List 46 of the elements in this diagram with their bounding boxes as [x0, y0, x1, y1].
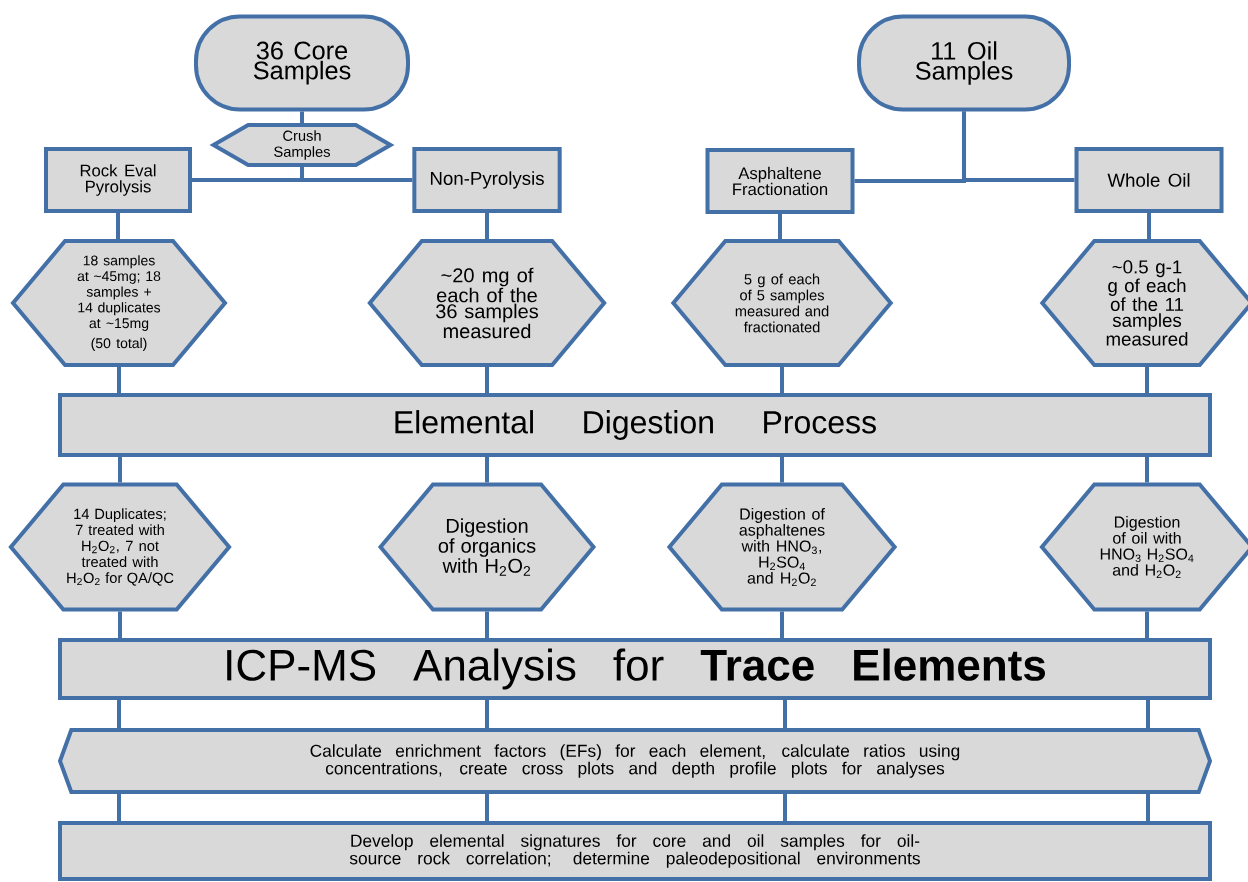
connector-line: [1145, 457, 1149, 483]
hexagon-box: ~0.5 g-1 g of each of the 11 samples measured: [1039, 239, 1248, 367]
hexagon-box: Crush Samples: [209, 123, 395, 167]
connector-line: [300, 167, 413, 182]
connector-line: [485, 213, 489, 239]
process-box: Non-Pyrolysis: [412, 147, 562, 213]
hexagon-box: 14 Duplicates; 7 treated with H$_{2}$O$_{2}$, 7 not treated with H$_{2}$O$_{2}$ for QA/QC: [8, 482, 232, 612]
hexagon-box: 18 samples at ~45mg; 18 samples + 14 duplicates at ~15mg (50 total): [10, 239, 228, 367]
connector-line: [780, 367, 784, 393]
connector-line: [485, 700, 489, 728]
connector-line: [485, 794, 489, 821]
connector-line: [1145, 611, 1149, 638]
connector-line: [485, 457, 489, 483]
process-box: Whole Oil: [1074, 147, 1224, 213]
connector-line: [780, 611, 784, 638]
connector-line: [118, 457, 122, 483]
connector-line: [118, 611, 122, 638]
connector-line: [117, 794, 121, 821]
hexagon-box: Digestion of asphaltenes with HNO$_{3}$, H$_{2}$SO$_{4}$ and H$_{2}$O$_{2}$: [666, 482, 898, 612]
process-box: Elemental Digestion Process: [58, 393, 1212, 457]
connector-line: [783, 700, 787, 728]
connector-line: [300, 111, 304, 123]
connector-line: [778, 214, 782, 239]
process-box: Develop elemental signatures for core and oil samples for oil-source rock correlation; determine paleodepositional environments: [58, 821, 1212, 881]
connector-line: [1146, 794, 1150, 821]
process-box: ICP-MS Analysis for Trace Elements: [58, 638, 1212, 700]
hexagon-box: Digestion of oil with HNO$_{3}$ H$_{2}$SO$_{4}$ and H$_{2}$O$_{2}$: [1039, 482, 1248, 612]
terminal-box: 11 Oil Samples: [857, 14, 1071, 112]
connector-line: [485, 367, 489, 393]
hexagon-box: ~20 mg of each of the 36 samples measured: [367, 239, 607, 367]
connector-line: [117, 700, 121, 728]
connector-line: [116, 213, 120, 239]
connector-line: [962, 111, 1075, 182]
connector-line: [1146, 700, 1150, 728]
hexagon-box: Digestion of organics with H$_{2}$O$_{2}$: [377, 482, 597, 612]
terminal-box: 36 Core Samples: [194, 14, 410, 112]
connector-line: [1145, 367, 1149, 393]
connector-line: [1147, 213, 1151, 239]
process-box: Rock Eval Pyrolysis: [44, 147, 192, 213]
hexagon-box: 5 g of each of 5 samples measured and fractionated: [670, 239, 894, 367]
connector-line: [783, 794, 787, 821]
connector-line: [780, 457, 784, 483]
process-box: Asphaltene Fractionation: [705, 148, 855, 214]
process-band: Calculate enrichment factors (EFs) for each element, calculate ratios using concentrations, create cross plots and depth profile plots for analyses: [57, 728, 1213, 794]
connector-line: [485, 611, 489, 638]
connector-line: [117, 367, 121, 393]
